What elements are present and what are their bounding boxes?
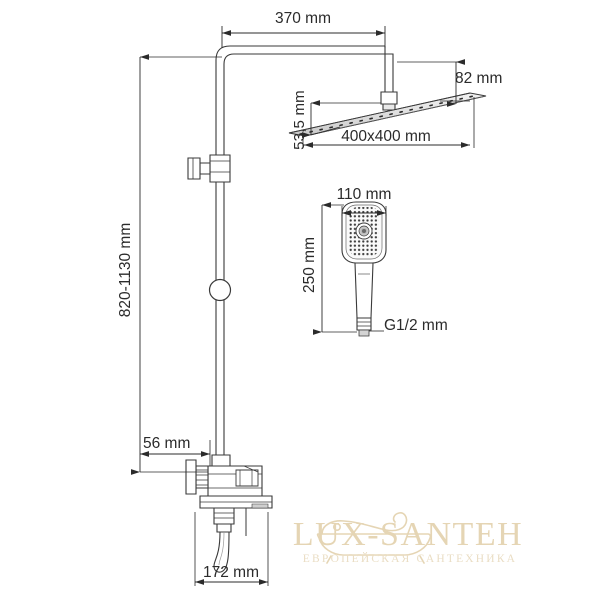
label-820-1130: 820-1130 mm <box>117 223 134 317</box>
dim-820-1130 <box>131 54 222 475</box>
watermark-brand: LUX-SANTEH <box>293 516 523 553</box>
dim-172 <box>194 512 269 586</box>
dim-82 <box>397 59 470 107</box>
label-400x400: 400x400 mm <box>341 128 431 145</box>
slider-ring <box>208 278 232 302</box>
label-370: 370 mm <box>275 10 331 27</box>
label-53-5: 53,5 mm <box>291 90 308 150</box>
dim-400x400 <box>302 97 475 148</box>
dimension-lines <box>131 26 475 586</box>
label-g12: G1/2 mm <box>384 317 448 334</box>
label-82: 82 mm <box>455 70 502 87</box>
flexible-hose <box>213 507 235 573</box>
dim-370 <box>221 26 386 48</box>
dim-53-5 <box>302 100 381 138</box>
hand-shower <box>341 201 387 337</box>
dim-250 <box>313 202 357 335</box>
watermark: LUX-SANTEH ЕВРОПЕЙСКАЯ САНТЕХНИКА <box>293 512 523 565</box>
label-172: 172 mm <box>203 564 259 581</box>
dim-56 <box>140 440 211 466</box>
watermark-tagline: ЕВРОПЕЙСКАЯ САНТЕХНИКА <box>303 551 517 565</box>
wall-bracket <box>187 154 231 183</box>
label-110: 110 mm <box>337 186 392 203</box>
mixer-valve-body <box>185 454 273 536</box>
bathtub-icon <box>316 512 432 564</box>
shower-column-assembly <box>185 45 487 573</box>
dim-110 <box>341 206 387 216</box>
dimension-labels: 370 mm 82 mm 53,5 mm 400x400 mm 820-1130… <box>117 10 502 581</box>
label-56: 56 mm <box>143 435 190 452</box>
label-250: 250 mm <box>301 237 318 293</box>
riser-pipe <box>215 45 385 466</box>
shower-arm-drop <box>380 46 398 111</box>
